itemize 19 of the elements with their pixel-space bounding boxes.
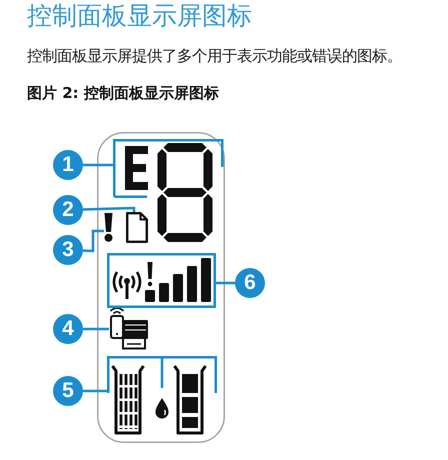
leader-line [82, 230, 104, 252]
signal-strength-display [107, 253, 216, 308]
phone-printer-icon [109, 307, 149, 350]
intro-text: 控制面板显示屏提供了多个用于表示功能或错误的图标。 [27, 46, 402, 66]
leader-line [82, 206, 136, 212]
ink-level-display [107, 356, 217, 435]
error-code-display [113, 139, 224, 243]
callout-number: 1 [53, 150, 83, 180]
leader-line [216, 282, 235, 284]
callout-number: 6 [235, 268, 265, 298]
leader-line [83, 390, 107, 392]
leader-line [83, 328, 109, 330]
title: 控制面板显示屏图标 [27, 0, 252, 32]
exclamation-icon [104, 213, 113, 242]
callout-number: 4 [53, 314, 83, 344]
callout-number: 5 [53, 376, 83, 406]
callout-number: 2 [53, 195, 83, 225]
callout-number: 3 [53, 235, 83, 265]
figure-caption: 图片 2: 控制面板显示屏图标 [27, 83, 219, 103]
